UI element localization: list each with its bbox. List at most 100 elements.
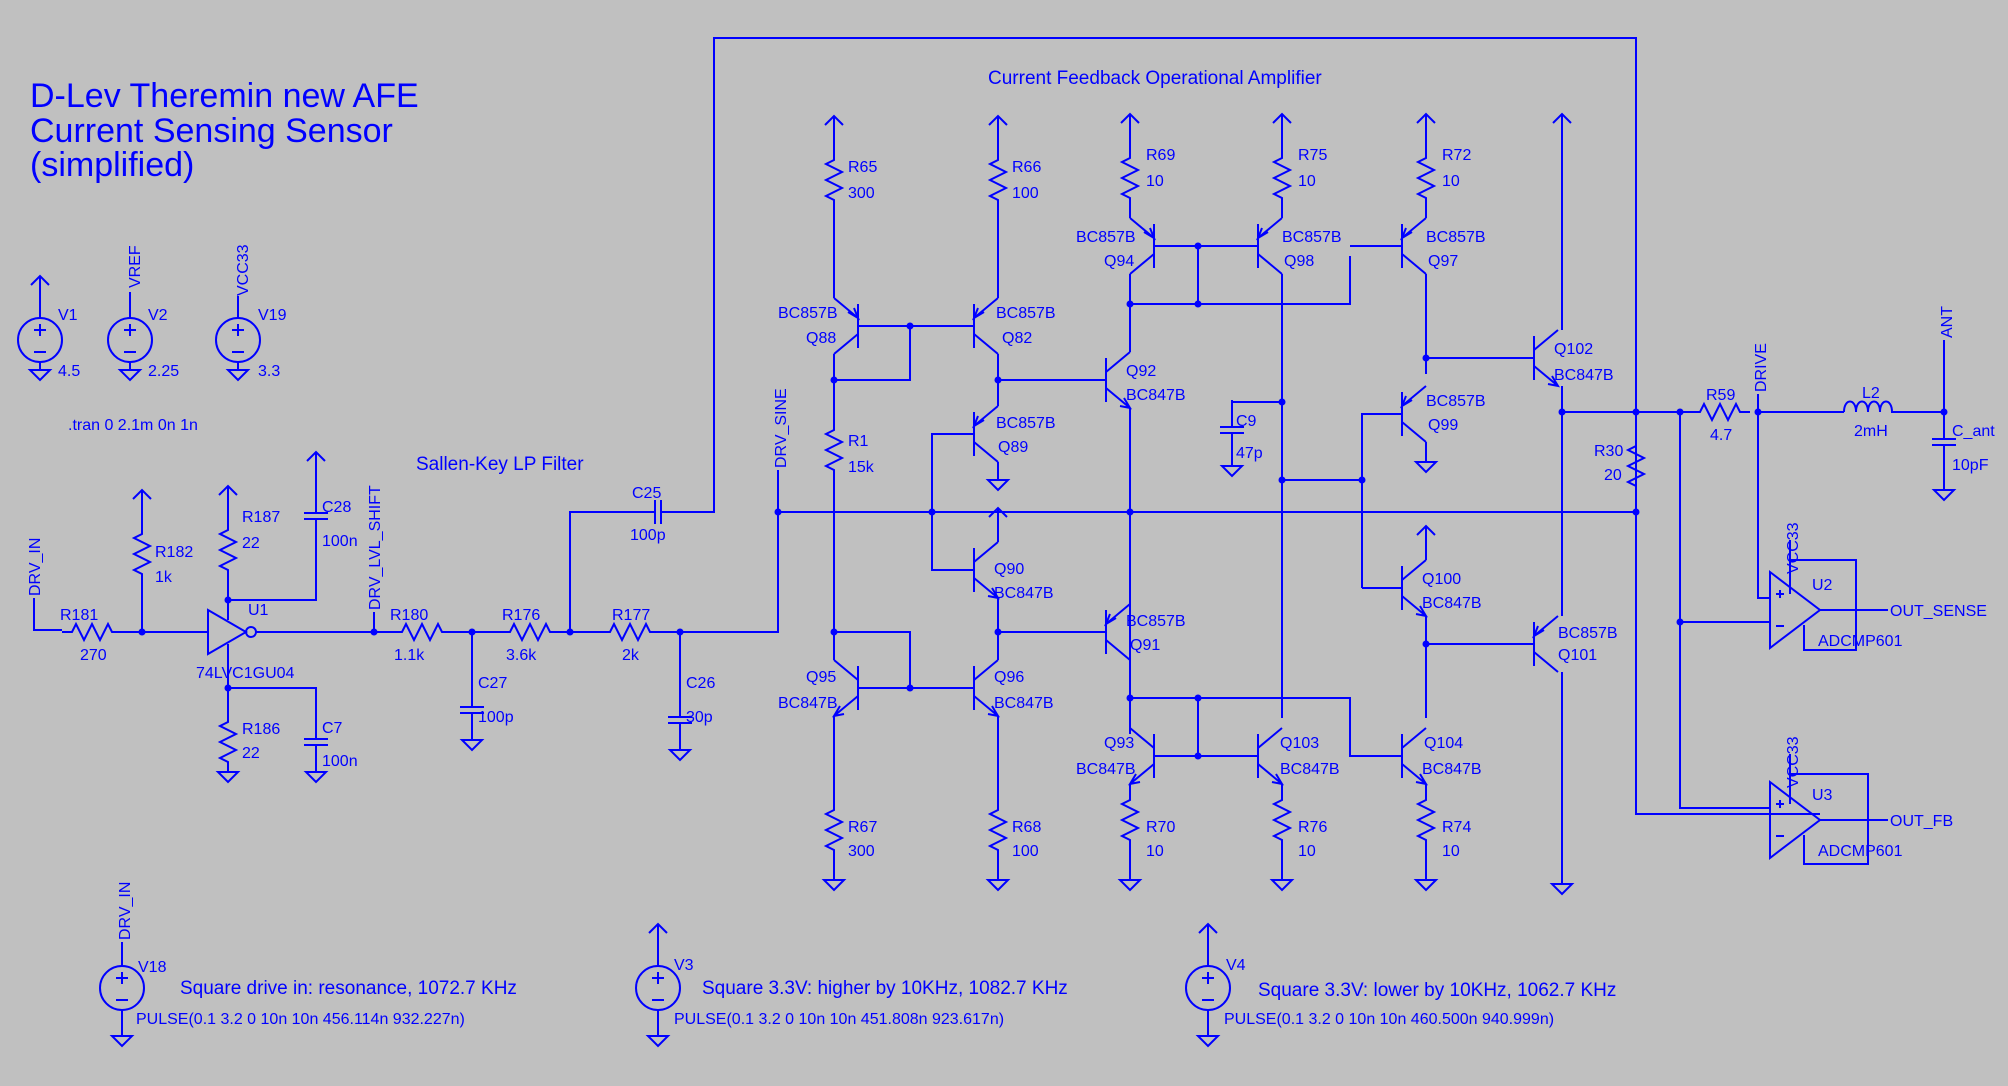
q98-part: BC857B [1282, 229, 1342, 246]
supply-arrow-icon [1416, 525, 1436, 561]
q101-part: BC857B [1558, 625, 1618, 642]
q96-name: Q96 [994, 669, 1024, 686]
input-stage: DRV_IN R181 270 R182 1k U1 74LVC1GU04 R1… [27, 451, 392, 783]
resistor-r66-icon [989, 149, 1007, 211]
r66-value: 100 [1012, 185, 1039, 202]
ground-icon [647, 1035, 669, 1047]
cfoa-label: Current Feedback Operational Amplifier [988, 68, 1322, 89]
transistor-q82-icon [945, 297, 999, 355]
q93-part: BC847B [1076, 761, 1136, 778]
v4-spec: PULSE(0.1 3.2 0 10n 10n 460.500n 940.999… [1224, 1011, 1554, 1028]
r186-name: R186 [242, 721, 280, 738]
v3-name: V3 [674, 957, 694, 974]
supply-arrow-icon [1416, 113, 1436, 149]
v18-name: V18 [138, 959, 167, 976]
r186-value: 22 [242, 745, 260, 762]
r30-value: 20 [1604, 467, 1622, 484]
resistor-r176-icon [499, 623, 561, 641]
ground-icon [461, 739, 483, 751]
transistor-q100-icon [1373, 559, 1427, 617]
r67-value: 300 [848, 843, 875, 860]
u3-part: ADCMP601 [1818, 843, 1903, 860]
c27-value: 100p [478, 709, 514, 726]
ground-icon [1221, 465, 1243, 477]
resistor-r181-icon [61, 623, 123, 641]
resistor-r72-icon [1417, 147, 1435, 209]
q82-part: BC857B [996, 305, 1056, 322]
resistor-r1-icon [825, 419, 843, 481]
drv-sine-net-label: DRV_SINE [773, 388, 790, 468]
v1-name: V1 [58, 307, 78, 324]
transistor-q104-icon [1373, 727, 1427, 785]
resistor-r180-icon [391, 623, 453, 641]
transistor-q103-icon [1229, 727, 1283, 785]
ground-icon [987, 479, 1009, 491]
r65-name: R65 [848, 159, 877, 176]
v19-name: V19 [258, 307, 287, 324]
r177-value: 2k [622, 647, 640, 664]
transistor-q88-icon [833, 297, 887, 355]
ground-icon [1415, 879, 1437, 891]
source-v1: V1 4.5 [17, 275, 80, 381]
q99-part: BC857B [1426, 393, 1486, 410]
inverter-u1-icon [207, 608, 248, 656]
supply-arrow-icon [1272, 113, 1292, 149]
drv-lvl-shift-net-label: DRV_LVL_SHIFT [367, 485, 384, 610]
r75-name: R75 [1298, 147, 1327, 164]
v18-spec: PULSE(0.1 3.2 0 10n 10n 456.114n 932.227… [136, 1011, 465, 1028]
supply-arrow-icon [306, 451, 326, 487]
r180-value: 1.1k [394, 647, 425, 664]
title-line-3: (simplified) [30, 146, 194, 184]
c7-name: C7 [322, 720, 343, 737]
r177-name: R177 [612, 607, 650, 624]
vcc33-u2-net-label: VCC33 [1785, 522, 1802, 574]
ground-icon [1197, 1035, 1219, 1047]
vcc33-u3-net-label: VCC33 [1785, 736, 1802, 788]
transistor-q96-icon [945, 659, 999, 717]
r74-value: 10 [1442, 843, 1460, 860]
c9-value: 47p [1236, 445, 1263, 462]
v2-value: 2.25 [148, 363, 179, 380]
c25-value: 100p [630, 527, 666, 544]
v19-value: 3.3 [258, 363, 280, 380]
r30-name: R30 [1594, 443, 1623, 460]
ground-icon [823, 879, 845, 891]
q89-name: Q89 [998, 439, 1028, 456]
ground-icon [1119, 879, 1141, 891]
ant-net-label: ANT [1939, 306, 1956, 338]
r180-name: R180 [390, 607, 428, 624]
supply-arrow-icon [988, 115, 1008, 151]
ground-icon [1271, 879, 1293, 891]
c26-name: C26 [686, 675, 715, 692]
resistor-r65-icon [825, 149, 843, 211]
ground-icon [305, 771, 327, 783]
q102-part: BC847B [1554, 367, 1614, 384]
transistor-q102-icon [1505, 329, 1559, 387]
stimulus-v18: DRV_IN V18 Square drive in: resonance, 1… [99, 882, 517, 1047]
q96-part: BC847B [994, 695, 1054, 712]
resistor-r182-icon [133, 523, 151, 585]
supply-arrow-icon [132, 489, 152, 525]
c28-value: 100n [322, 533, 358, 550]
voltage-source-icon [215, 309, 261, 371]
resistor-r177-icon [599, 623, 661, 641]
q101-name: Q101 [1558, 647, 1597, 664]
c-ant-value: 10pF [1952, 457, 1989, 474]
ground-icon [1551, 883, 1573, 895]
resistor-r76-icon [1273, 789, 1291, 851]
ground-icon [217, 771, 239, 783]
c-ant-net-label: C_ant [1952, 423, 1995, 440]
cfoa-amplifier: R65 300 BC857B Q88 R1 15k Q95 BC847B R67… [774, 112, 1700, 895]
stimulus-v3: V3 Square 3.3V: higher by 10KHz, 1082.7 … [635, 923, 1068, 1047]
drv-in-v18-net-label: DRV_IN [117, 882, 134, 940]
q97-name: Q97 [1428, 253, 1458, 270]
u3-name: U3 [1812, 787, 1833, 804]
q102-name: Q102 [1554, 341, 1593, 358]
q92-name: Q92 [1126, 363, 1156, 380]
resistor-r75-icon [1273, 147, 1291, 209]
q90-part: BC847B [994, 585, 1054, 602]
r59-value: 4.7 [1710, 427, 1732, 444]
v3-comment: Square 3.3V: higher by 10KHz, 1082.7 KHz [702, 978, 1068, 999]
vref-net-label: VREF [127, 245, 144, 288]
